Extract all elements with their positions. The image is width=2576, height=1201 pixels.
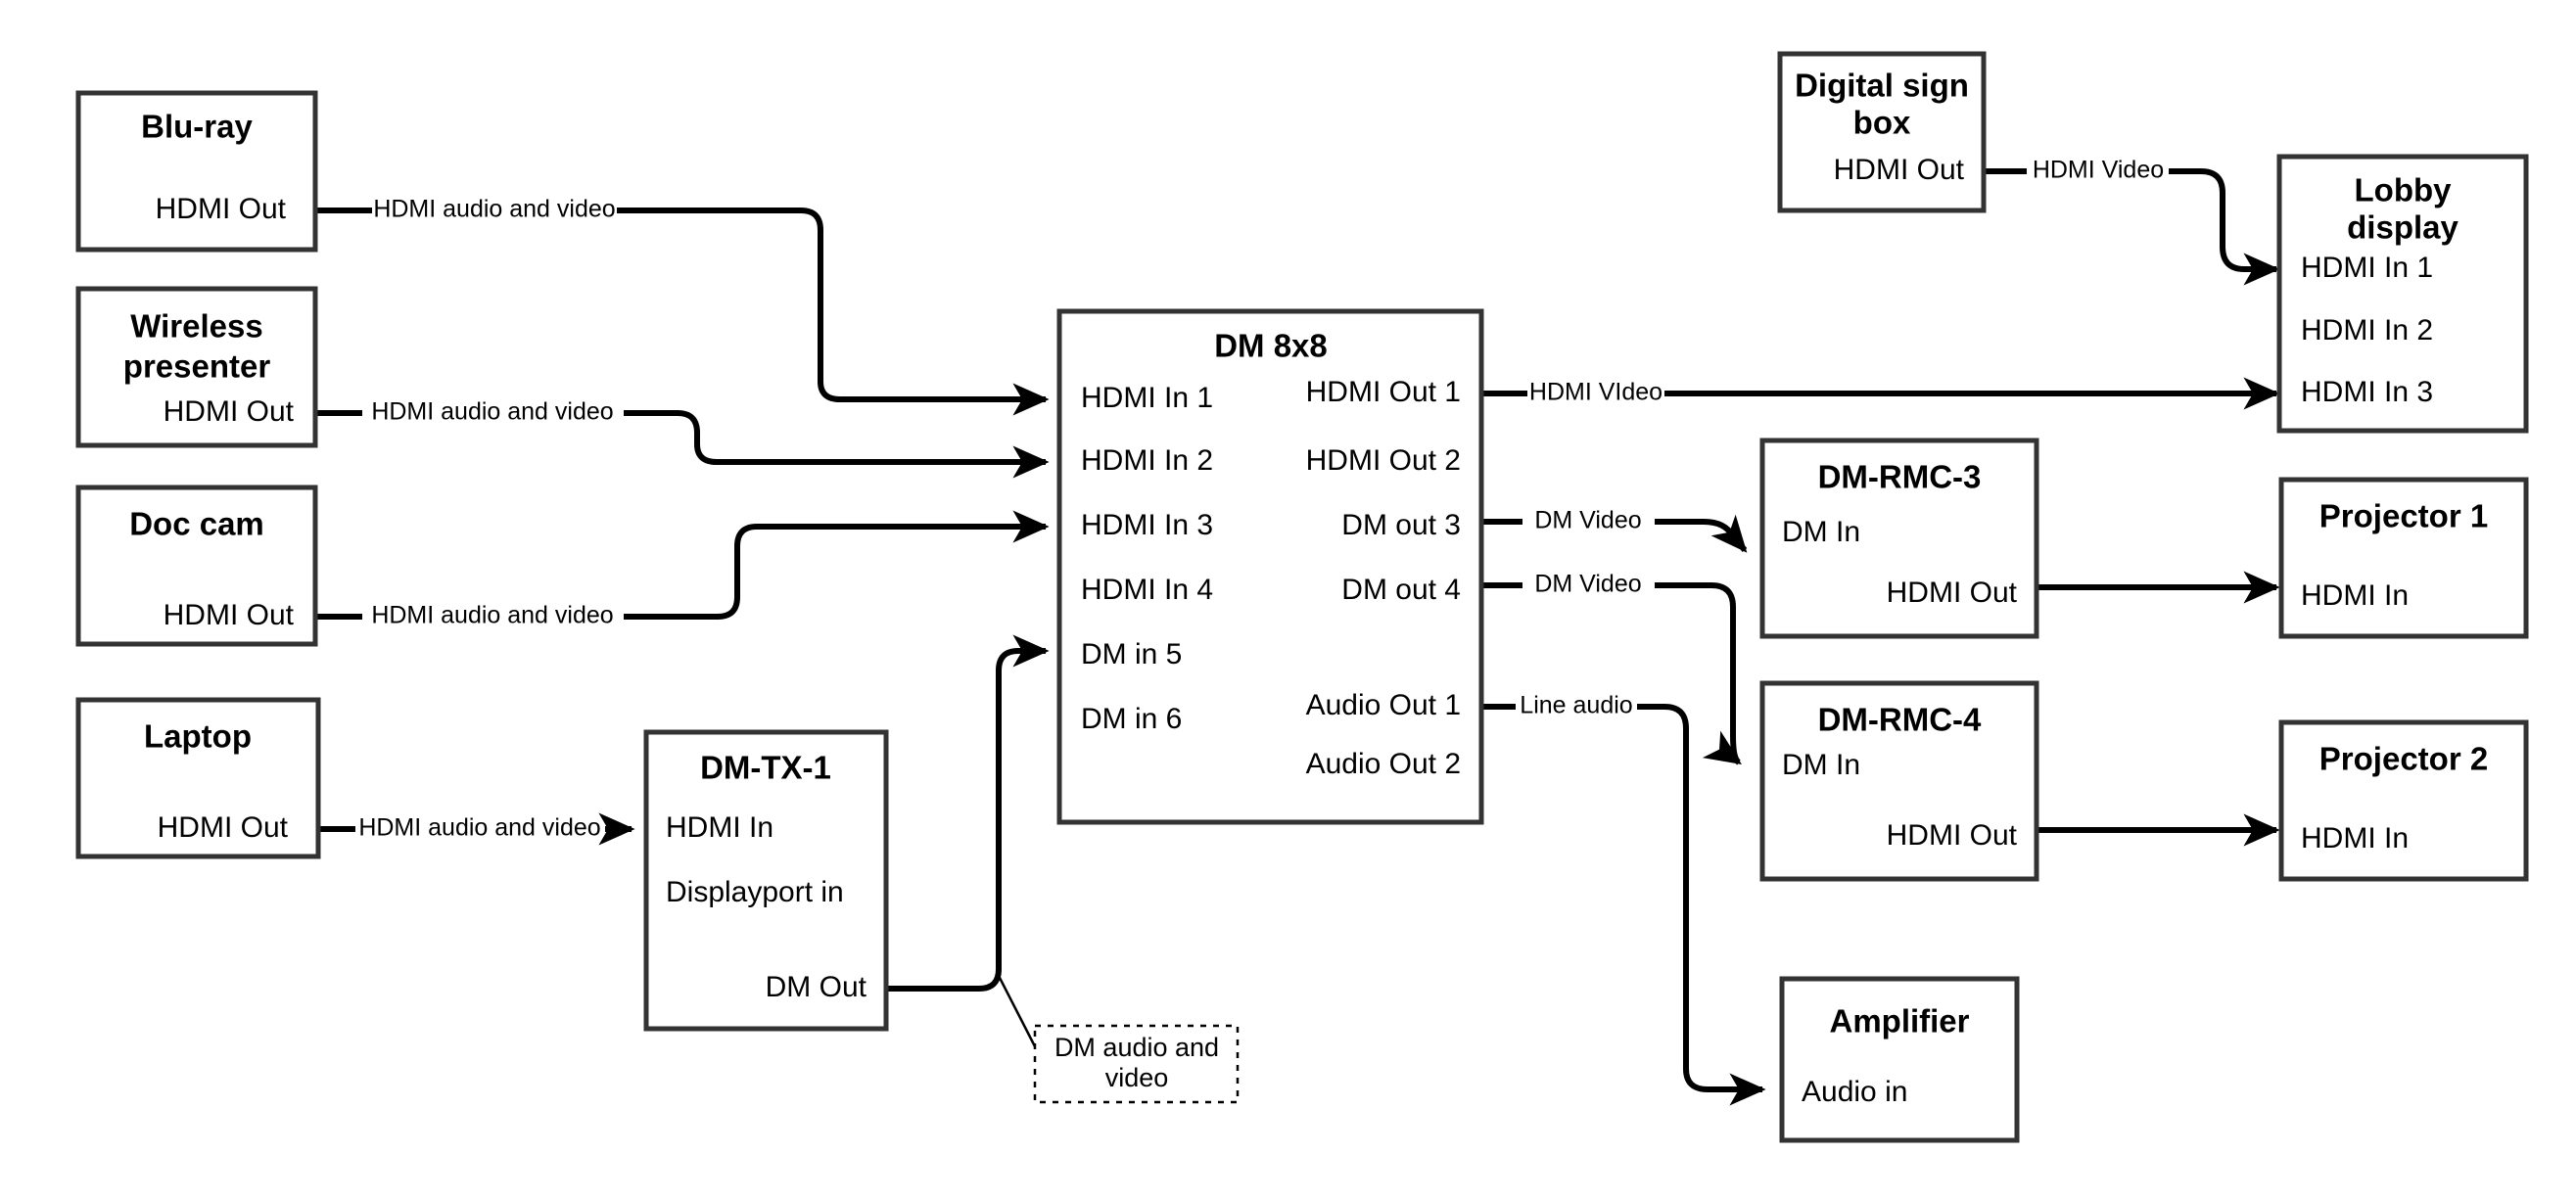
node-projector-2-box[interactable] [2278,719,2529,882]
node-amplifier-title: Amplifier [1829,1003,1969,1039]
node-projector-2-title: Projector 2 [2319,741,2488,777]
node-dm-rmc-3-box[interactable] [1759,438,2039,639]
node-doc-cam-box[interactable] [75,485,318,647]
port-laptop-hdmi-out: HDMI Out [158,811,289,844]
node-blu-ray-box[interactable] [75,90,318,253]
node-dm-8x8-box[interactable] [1056,308,1484,825]
node-dm-tx-1-title: DM-TX-1 [700,750,831,786]
port-dm-8x8-hdmi-in-3: HDMI In 3 [1081,509,1213,541]
edge-label-hdmi-video-signbox: HDMI Video [2033,157,2164,184]
edge-label-laptop: HDMI audio and video [358,814,600,842]
node-amplifier-box[interactable] [1779,976,2020,1143]
annotation-dm-audio-video: DM audio and video [1033,1024,1240,1104]
node-projector-1-title: Projector 1 [2319,498,2488,534]
node-dm-rmc-4[interactable]: DM-RMC-4 DM In HDMI Out [1759,680,2039,882]
port-dm-tx-1-dm-out: DM Out [766,971,867,1003]
node-projector-2[interactable]: Projector 2 HDMI In [2278,719,2529,882]
port-dm-8x8-dm-in-6: DM in 6 [1081,703,1182,735]
port-dm-8x8-hdmi-out-2: HDMI Out 2 [1306,444,1461,477]
port-amplifier-audio-in: Audio in [1802,1076,1907,1108]
port-dm-rmc-3-dm-in: DM In [1782,516,1860,548]
port-blu-ray-hdmi-out: HDMI Out [156,193,287,225]
node-dm-rmc-3-title: DM-RMC-3 [1818,459,1982,495]
port-dm-8x8-audio-out-2: Audio Out 2 [1306,748,1461,780]
edge-label-wireless: HDMI audio and video [371,398,613,426]
port-dm-8x8-audio-out-1: Audio Out 1 [1306,689,1461,721]
port-dm-rmc-4-dm-in: DM In [1782,749,1860,781]
node-projector-1-box[interactable] [2278,477,2529,639]
port-dm-8x8-hdmi-in-2: HDMI In 2 [1081,444,1213,477]
node-dm-8x8-title: DM 8x8 [1214,328,1328,364]
port-dm-8x8-hdmi-in-1: HDMI In 1 [1081,382,1213,414]
port-dm-tx-1-hdmi-in: HDMI In [666,811,773,844]
port-projector-2-hdmi-in: HDMI In [2301,822,2409,855]
node-amplifier[interactable]: Amplifier Audio in [1779,976,2020,1143]
node-dm-rmc-3[interactable]: DM-RMC-3 DM In HDMI Out [1759,438,2039,639]
edge-dm8x8-to-rmc4 [1481,582,1739,762]
port-dm-rmc-3-hdmi-out: HDMI Out [1887,577,2018,609]
port-dm-tx-1-displayport-in: Displayport in [666,876,844,908]
node-wireless-presenter[interactable]: Wireless presenter HDMI Out [75,286,318,448]
edge-wireless-to-dm8x8 [315,410,1046,462]
node-lobby-display-box[interactable] [2276,154,2529,434]
node-wireless-presenter-title-line1: Wireless [130,308,262,345]
edge-label-dm-video-3: DM Video [1534,507,1641,534]
port-dm-8x8-dm-out-4: DM out 4 [1341,574,1461,606]
port-lobby-display-hdmi-in-2: HDMI In 2 [2301,314,2433,346]
port-dm-8x8-hdmi-out-1: HDMI Out 1 [1306,376,1461,408]
edge-label-doccam: HDMI audio and video [371,602,613,629]
port-lobby-display-hdmi-in-1: HDMI In 1 [2301,252,2433,284]
node-digital-sign-box-box[interactable] [1777,51,1987,213]
edge-bluray-to-dm8x8 [315,208,1046,399]
annotation-dm-audio-video-line1: DM audio and [1054,1033,1219,1062]
port-lobby-display-hdmi-in-3: HDMI In 3 [2301,376,2433,408]
node-lobby-display-title-line2: display [2347,209,2459,246]
node-laptop[interactable]: Laptop HDMI Out [75,697,321,859]
edge-signbox-to-lobby [1983,168,2276,269]
port-doc-cam-hdmi-out: HDMI Out [164,599,295,631]
edge-label-hdmi-video-out1: HDMI VIdeo [1529,379,1663,406]
port-projector-1-hdmi-in: HDMI In [2301,579,2409,612]
node-lobby-display[interactable]: Lobby display HDMI In 1 HDMI In 2 HDMI I… [2276,154,2529,434]
node-dm-rmc-4-title: DM-RMC-4 [1818,702,1982,738]
node-digital-sign-box-title-line1: Digital sign [1795,68,1969,104]
node-blu-ray-title: Blu-ray [141,109,253,145]
node-digital-sign-box-title-line2: box [1853,105,1911,141]
leader-dm-audio-video-note [996,973,1040,1053]
node-wireless-presenter-title-line2: presenter [123,348,271,385]
edge-dm8x8-to-rmc3 [1481,522,1745,550]
node-blu-ray[interactable]: Blu-ray HDMI Out [75,90,318,253]
node-dm-rmc-4-box[interactable] [1759,680,2039,882]
connections-layer [315,168,2276,1089]
edge-doccam-to-dm8x8 [315,527,1046,620]
node-projector-1[interactable]: Projector 1 HDMI In [2278,477,2529,639]
node-dm-tx-1[interactable]: DM-TX-1 HDMI In Displayport in DM Out [643,729,889,1032]
edge-label-dm-video-4: DM Video [1534,571,1641,598]
edge-dmtx1-to-dm8x8 [886,634,1050,992]
port-dm-8x8-dm-in-5: DM in 5 [1081,638,1182,670]
annotation-dm-audio-video-line2: video [1105,1063,1169,1092]
node-dm-8x8[interactable]: DM 8x8 HDMI In 1 HDMI In 2 HDMI In 3 HDM… [1056,308,1484,825]
node-laptop-box[interactable] [75,697,321,859]
port-dm-rmc-4-hdmi-out: HDMI Out [1887,819,2018,852]
annotation-dm-audio-video-box [1033,1024,1240,1104]
node-laptop-title: Laptop [144,718,252,755]
node-digital-sign-box[interactable]: Digital sign box HDMI Out [1777,51,1987,213]
port-dm-8x8-dm-out-3: DM out 3 [1341,509,1461,541]
node-doc-cam-title: Doc cam [129,506,264,542]
node-doc-cam[interactable]: Doc cam HDMI Out [75,485,318,647]
node-lobby-display-title-line1: Lobby [2355,172,2453,208]
edge-dm8x8-to-amplifier [1481,704,1762,1089]
edge-label-line-audio: Line audio [1520,692,1632,719]
port-dm-8x8-hdmi-in-4: HDMI In 4 [1081,574,1213,606]
edge-label-bluray: HDMI audio and video [373,196,615,223]
node-wireless-presenter-box[interactable] [75,286,318,448]
port-digital-sign-box-hdmi-out: HDMI Out [1834,154,1965,186]
node-dm-tx-1-box[interactable] [643,729,889,1032]
edge-labels-layer: HDMI audio and video HDMI audio and vide… [358,157,2164,842]
port-wireless-presenter-hdmi-out: HDMI Out [164,395,295,428]
